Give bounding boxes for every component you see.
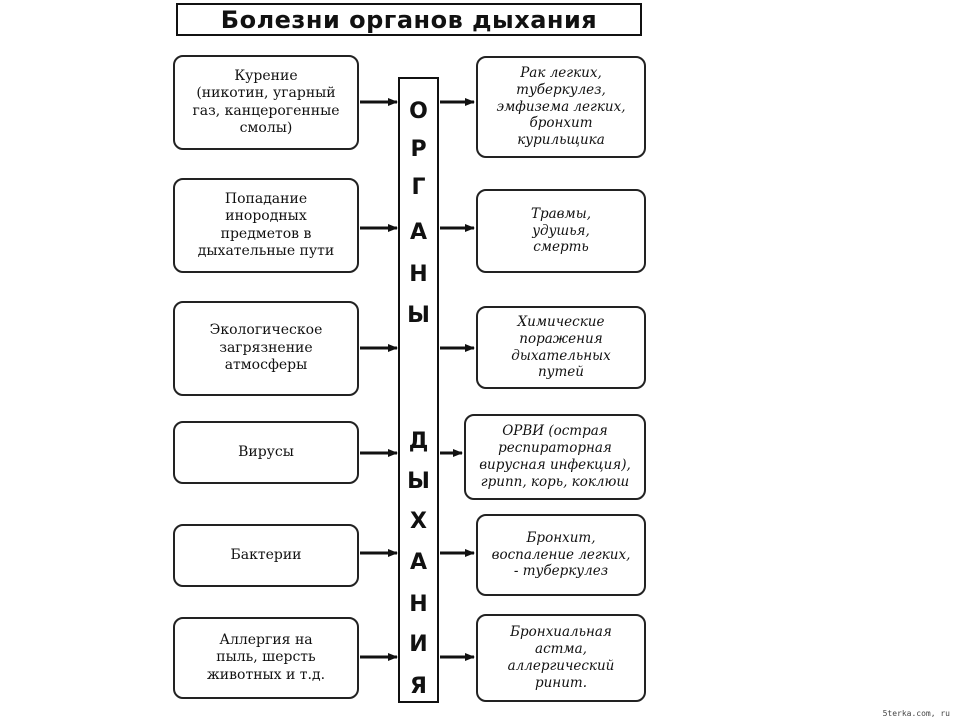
- center-letter: А: [409, 220, 428, 245]
- center-letter: Н: [409, 262, 428, 287]
- cause-box-pollution: Экологическое загрязнение атмосферы: [173, 301, 359, 396]
- center-letter: Г: [411, 175, 426, 200]
- center-letter: Ы: [407, 303, 430, 328]
- diagram-title: Болезни органов дыхания: [176, 3, 642, 36]
- center-letter: Я: [410, 674, 427, 699]
- center-letter: Д: [408, 429, 429, 454]
- effect-box-injuries: Травмы, удушья, смерть: [476, 189, 646, 273]
- cause-box-bacteria: Бактерии: [173, 524, 359, 587]
- center-letter: Р: [410, 137, 427, 162]
- center-letter: Х: [410, 509, 427, 534]
- watermark: 5terka.com, ru: [882, 709, 950, 718]
- cause-box-allergy: Аллергия на пыль, шерсть животных и т.д.: [173, 617, 359, 699]
- effect-box-smoking-diseases: Рак легких, туберкулез, эмфизема легких,…: [476, 56, 646, 158]
- center-letter: Ы: [407, 469, 430, 494]
- cause-box-viruses: Вирусы: [173, 421, 359, 484]
- cause-box-foreign-objects: Попадание инородных предметов в дыхатель…: [173, 178, 359, 273]
- effect-box-chemical-damage: Химические поражения дыхательных путей: [476, 306, 646, 389]
- effect-box-viral-infections: ОРВИ (острая респираторная вирусная инфе…: [464, 414, 646, 500]
- center-letter: Н: [409, 592, 428, 617]
- effect-box-allergic-diseases: Бронхиальная астма, аллергический ринит.: [476, 614, 646, 702]
- center-column-organs-of-breathing: О Р Г А Н Ы Д Ы Х А Н И Я: [398, 77, 439, 703]
- cause-box-smoking: Курение (никотин, угарный газ, канцероге…: [173, 55, 359, 150]
- center-letter: О: [409, 99, 428, 124]
- center-letter: А: [409, 550, 428, 575]
- center-letter: И: [409, 632, 428, 657]
- effect-box-bacterial-diseases: Бронхит, воспаление легких, - туберкулез: [476, 514, 646, 596]
